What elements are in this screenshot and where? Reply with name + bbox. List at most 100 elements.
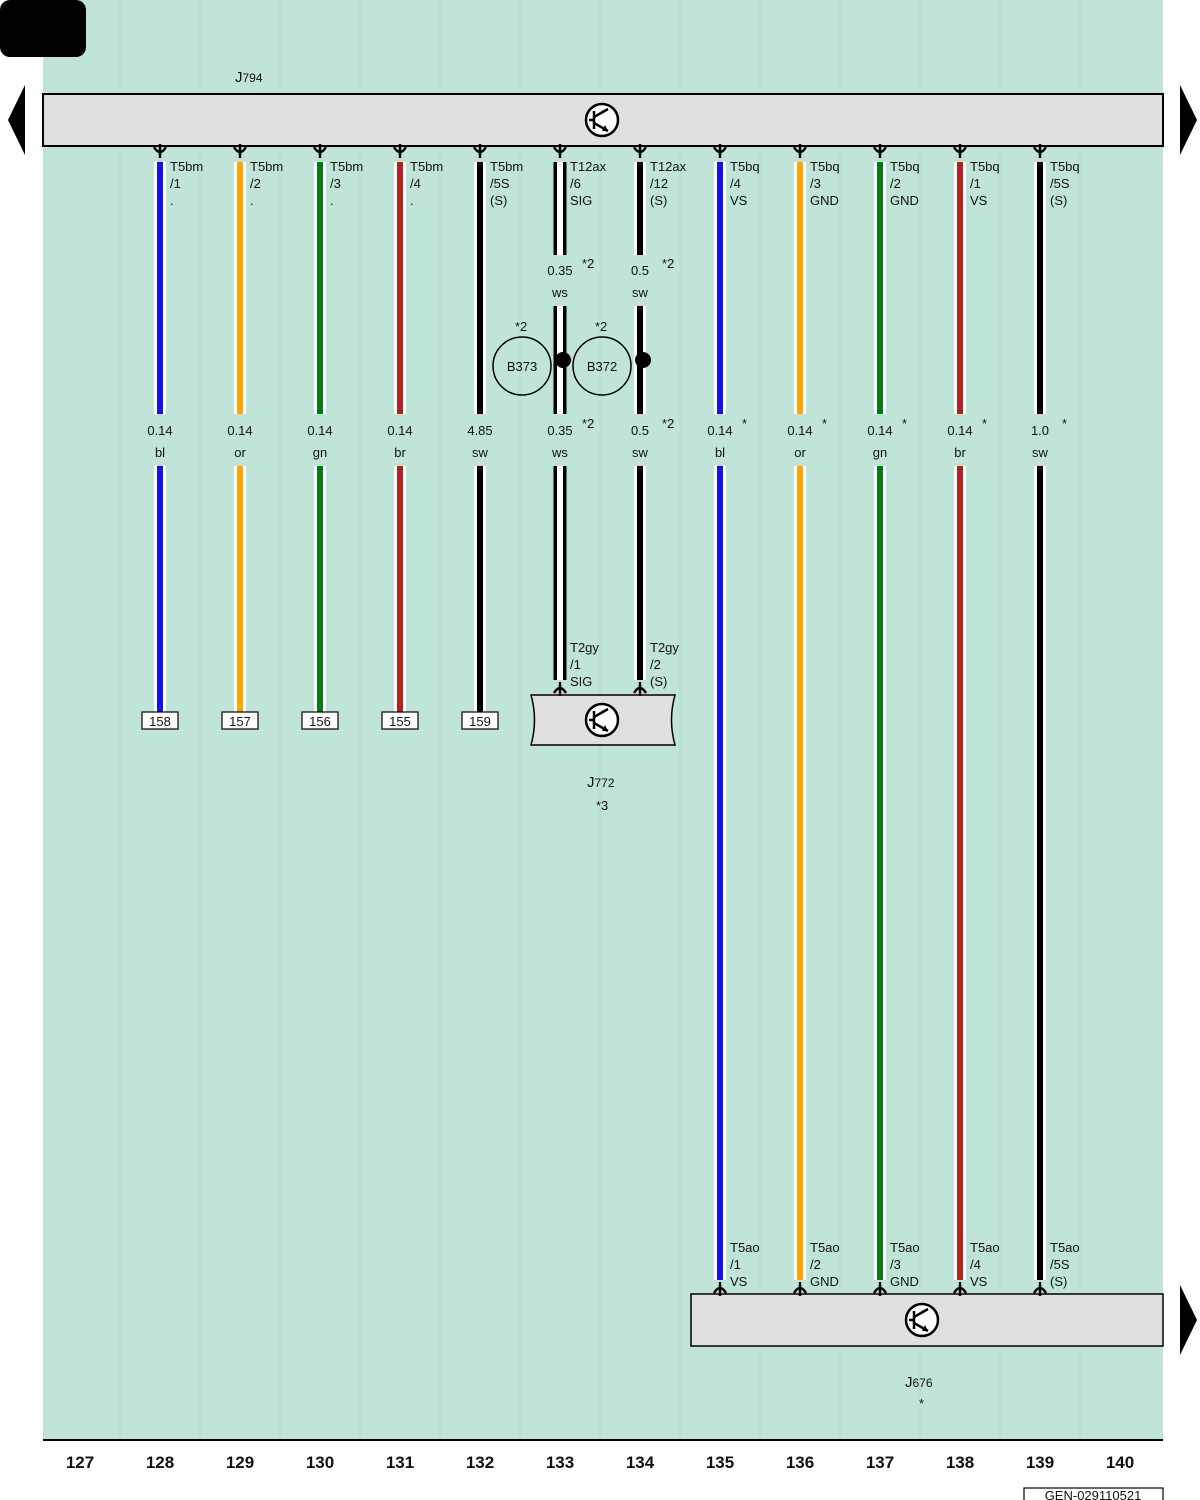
- page-reference-box[interactable]: [301, 711, 339, 730]
- wire-top-connector-label: /6: [570, 176, 581, 191]
- wire-top-connector-label: T5bm: [490, 159, 523, 174]
- wire-gauge: 0.14: [867, 423, 892, 438]
- wire-color-code: ws: [551, 285, 568, 300]
- component-j676-label: J676: [905, 1374, 933, 1391]
- page-reference-box[interactable]: [461, 711, 499, 730]
- page-reference-box[interactable]: [221, 711, 259, 730]
- wire-139[interactable]: T5bq/5S(S)1.0sw*T5ao/5S(S): [1031, 144, 1080, 1296]
- wire-note: *: [1062, 416, 1067, 431]
- wire-color-code: sw: [632, 285, 649, 300]
- splice-dot: [555, 352, 571, 368]
- column-gridlines: [119, 0, 1081, 1440]
- component-j794-label: J794: [235, 69, 263, 86]
- corner-tab[interactable]: [0, 0, 86, 57]
- wire-bottom-connector-label: /5S: [1050, 1257, 1070, 1272]
- wire-top-connector-label: /3: [810, 176, 821, 191]
- wire-bottom-connector-label: GND: [810, 1274, 839, 1289]
- wire-top-connector-label: T5bq: [970, 159, 1000, 174]
- wire-color-code: sw: [1032, 445, 1049, 460]
- sensor-b372[interactable]: B372 *2: [572, 319, 632, 396]
- page-reference-number: 155: [389, 714, 411, 729]
- wire-bottom-connector-label: SIG: [570, 674, 592, 689]
- wire-top-connector-label: (S): [650, 193, 667, 208]
- control-unit-icon: [584, 702, 620, 738]
- wire-top-connector-label: .: [330, 193, 334, 208]
- wires-layer: T5bm/1.0.14bl158T5bm/2.0.14or157T5bm/3.0…: [141, 144, 1080, 1296]
- wire-top-connector-label: /12: [650, 176, 668, 191]
- wire-color-code: br: [394, 445, 406, 460]
- wire-note: *2: [582, 256, 594, 271]
- component-j772-note: *3: [596, 798, 608, 813]
- wire-gauge: 0.5: [631, 263, 649, 278]
- wire-top-connector-label: .: [170, 193, 174, 208]
- wire-color-code: sw: [472, 445, 489, 460]
- wire-bottom-connector-label: /2: [650, 657, 661, 672]
- page-reference-box[interactable]: [381, 711, 419, 730]
- wire-note: *2: [582, 416, 594, 431]
- wire-top-connector-label: T5bm: [170, 159, 203, 174]
- wire-gauge: 0.35: [547, 423, 572, 438]
- wire-gauge: 0.14: [707, 423, 732, 438]
- wire-bottom-connector-label: T5ao: [890, 1240, 920, 1255]
- next-page-arrow-icon[interactable]: [1180, 85, 1197, 155]
- wire-top-connector-label: T5bq: [810, 159, 840, 174]
- wire-top-connector-label: /4: [410, 176, 421, 191]
- column-number: 139: [1026, 1453, 1054, 1472]
- wire-top-connector-label: /2: [250, 176, 261, 191]
- control-unit-icon: [904, 1302, 940, 1338]
- wire-bottom-connector-label: T5ao: [1050, 1240, 1080, 1255]
- splice-dot: [635, 352, 651, 368]
- wire-gauge: 0.14: [307, 423, 332, 438]
- wire-gauge: 0.14: [147, 423, 172, 438]
- wire-bottom-connector-label: (S): [650, 674, 667, 689]
- wire-top-connector-label: T12ax: [650, 159, 687, 174]
- page-reference-number: 157: [229, 714, 251, 729]
- wire-color-code: or: [234, 445, 246, 460]
- wire-bottom-connector-label: /2: [810, 1257, 821, 1272]
- sensor-b373[interactable]: B373 *2: [492, 319, 552, 396]
- page-reference-box[interactable]: [141, 711, 179, 730]
- wire-top-connector-label: (S): [1050, 193, 1067, 208]
- column-number: 132: [466, 1453, 494, 1472]
- page-reference-number: 158: [149, 714, 171, 729]
- wire-top-connector-label: /5S: [1050, 176, 1070, 191]
- wire-top-connector-label: /1: [170, 176, 181, 191]
- column-number: 137: [866, 1453, 894, 1472]
- next-page-arrow-icon-bottom[interactable]: [1180, 1285, 1197, 1355]
- column-number: 133: [546, 1453, 574, 1472]
- component-j676-note: *: [919, 1396, 924, 1411]
- wire-gauge: 0.14: [787, 423, 812, 438]
- wire-note: *: [982, 416, 987, 431]
- wire-top-connector-label: T5bq: [890, 159, 920, 174]
- wire-bottom-connector-label: GND: [890, 1274, 919, 1289]
- wire-top-connector-label: /5S: [490, 176, 510, 191]
- wire-gauge: 4.85: [467, 423, 492, 438]
- sensor-b372-label: B372: [587, 359, 617, 374]
- column-number: 130: [306, 1453, 334, 1472]
- page-reference-number: 156: [309, 714, 331, 729]
- wire-top-connector-label: .: [250, 193, 254, 208]
- prev-page-arrow-icon[interactable]: [8, 85, 25, 155]
- column-number: 128: [146, 1453, 174, 1472]
- wire-note: *2: [662, 256, 674, 271]
- wire-top-connector-label: VS: [970, 193, 988, 208]
- footer-code: GEN-029110521: [1045, 1488, 1142, 1500]
- wire-gauge: 0.14: [227, 423, 252, 438]
- wire-note: *: [822, 416, 827, 431]
- wire-gauge: 0.5: [631, 423, 649, 438]
- wire-bottom-connector-label: T5ao: [970, 1240, 1000, 1255]
- wire-color-code: bl: [715, 445, 725, 460]
- column-number: 138: [946, 1453, 974, 1472]
- column-number: 136: [786, 1453, 814, 1472]
- wire-top-connector-label: /2: [890, 176, 901, 191]
